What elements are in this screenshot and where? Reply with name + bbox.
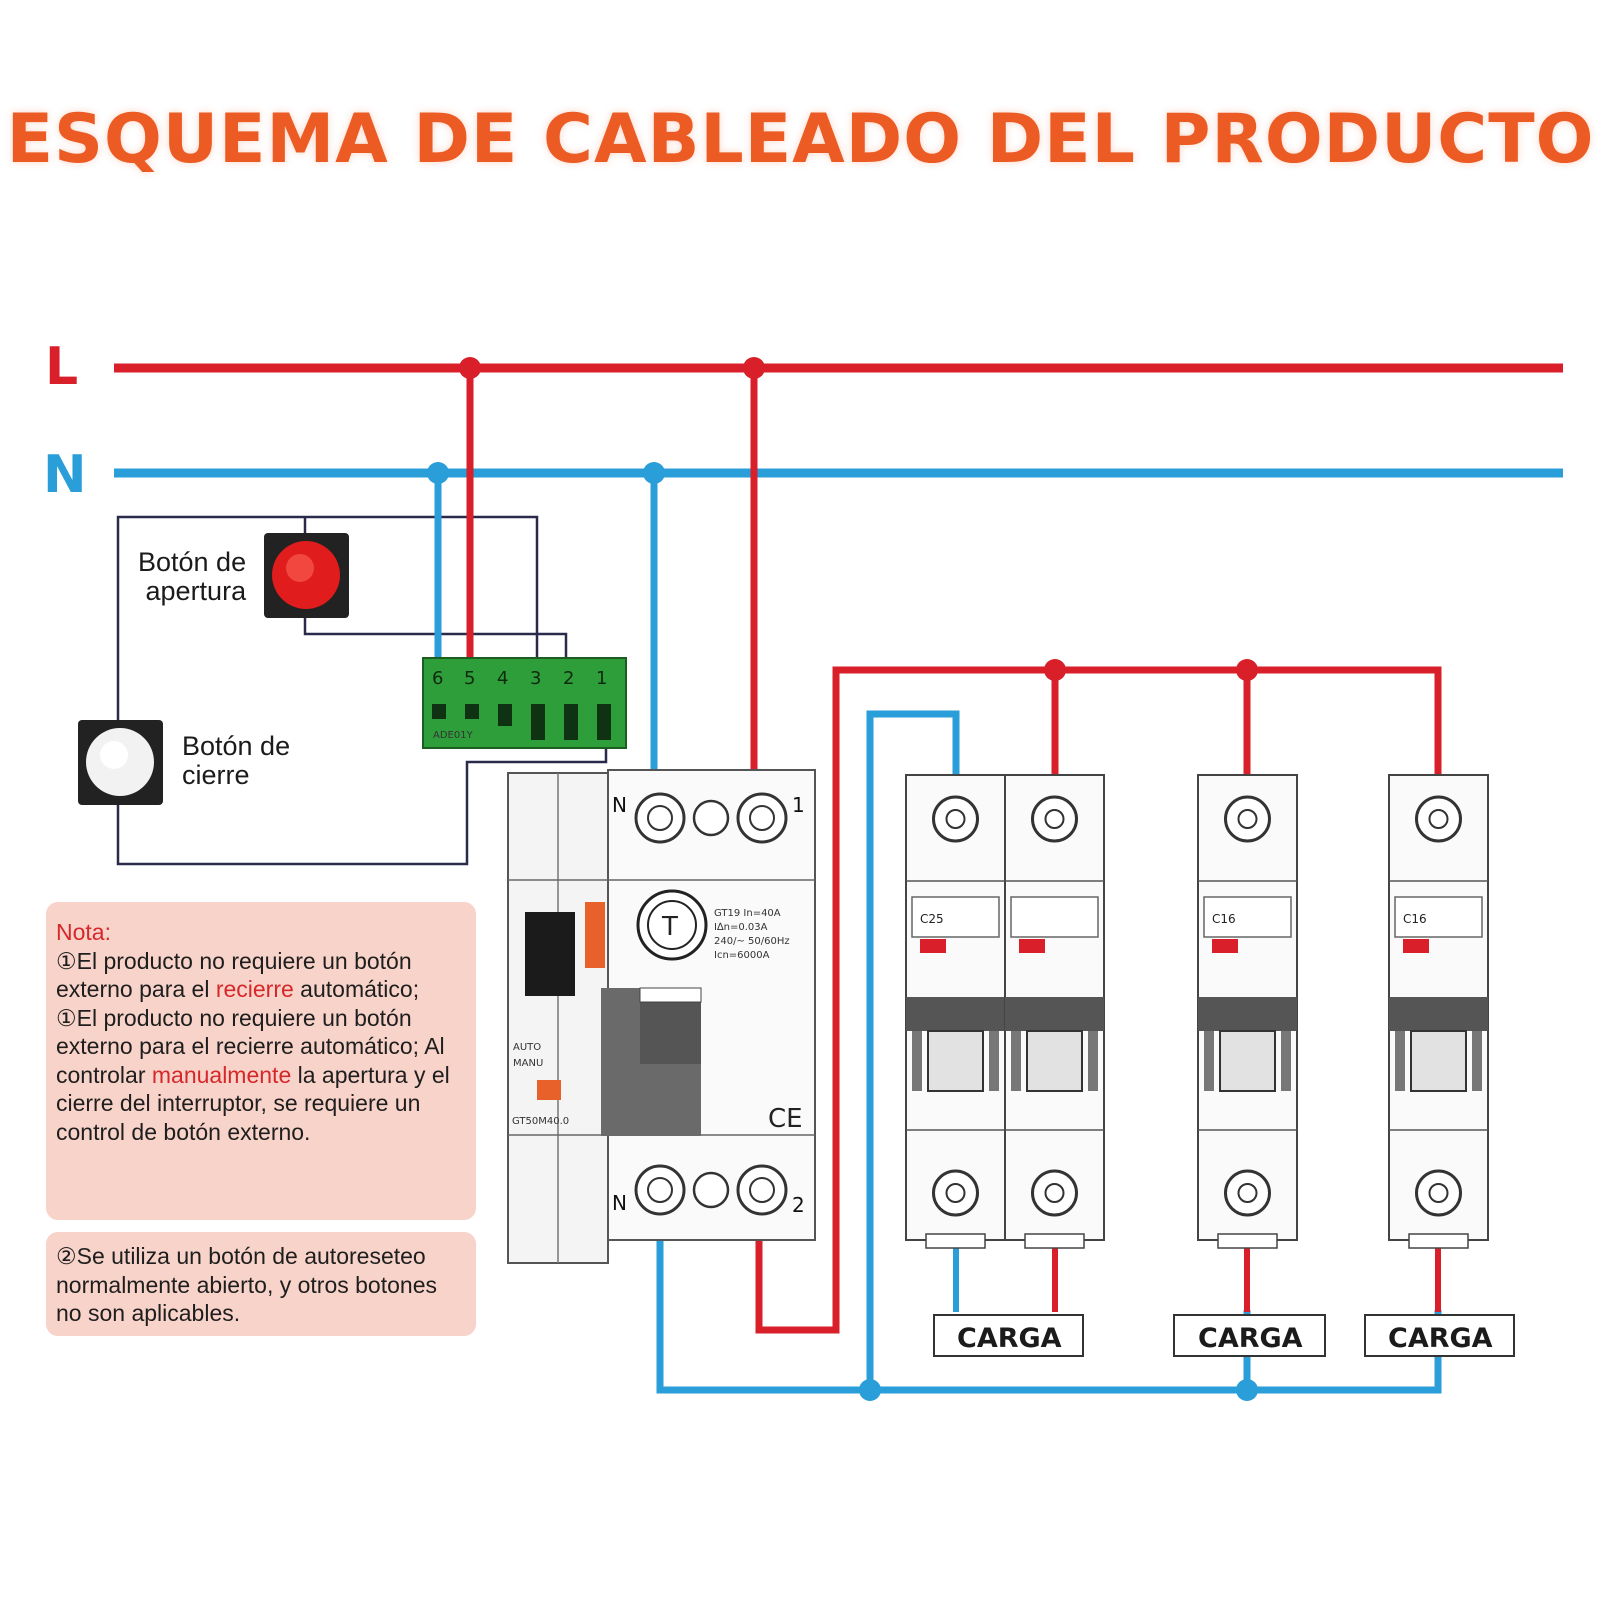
main-breaker: N 1 N 2 T GT19 In=40A I∆n=0.03A 240/~ 50… <box>507 769 816 1264</box>
open-button-label-line1: Botón de <box>138 547 247 577</box>
module-model: ADE01Y <box>433 730 474 741</box>
note-item-2-text: ①El producto no requiere un botón extern… <box>56 1004 445 1088</box>
mcb-1: C25 <box>905 774 1105 1249</box>
live-junctions <box>1044 659 1258 681</box>
control-module: 6 5 4 3 2 1 ADE01Y <box>422 657 627 749</box>
note-item-2-end: la apertura y el cierre del interruptor,… <box>56 1061 450 1145</box>
module-terminal-4: 4 <box>497 668 508 689</box>
close-button-label-line2: cierre <box>182 760 250 790</box>
mcb-rating-2: C16 <box>1212 912 1236 926</box>
load-label-2: CARGA <box>1198 1323 1303 1354</box>
breaker-test-button: T <box>661 912 678 942</box>
breaker-spec-4: Icn=6000A <box>714 950 770 961</box>
breaker-mode-auto: AUTO <box>513 1042 541 1053</box>
neutral-junctions <box>859 1379 1258 1401</box>
bus-junctions <box>427 357 765 484</box>
note-box-1: Nota: ①El producto no requiere un botón … <box>46 902 476 1220</box>
mcb-3: C16 <box>1388 774 1489 1249</box>
open-button-label: Botón de apertura <box>138 548 246 606</box>
module-terminal-1: 1 <box>596 668 607 689</box>
note-item-2: ①El producto no requiere un botón extern… <box>56 1004 468 1147</box>
breaker-spec-2: I∆n=0.03A <box>714 922 768 933</box>
open-button-label-line2: apertura <box>145 576 247 606</box>
module-terminal-2: 2 <box>563 668 574 689</box>
module-terminal-3: 3 <box>530 668 541 689</box>
close-button <box>78 720 163 805</box>
module-terminal-5: 5 <box>464 668 475 689</box>
note-item-1-text: ①El producto no requiere un botón extern… <box>56 947 412 1003</box>
breaker-top-1: 1 <box>792 793 805 817</box>
load-box-1: CARGA <box>933 1314 1084 1357</box>
breaker-bottom-2: 2 <box>792 1193 805 1217</box>
open-button <box>264 533 349 618</box>
output-live-wire <box>755 666 1442 1334</box>
live-line-label: L <box>45 337 78 397</box>
load-box-3: CARGA <box>1364 1314 1515 1357</box>
mcb-2: C16 <box>1197 774 1298 1249</box>
mcb-rating-3: C16 <box>1403 912 1427 926</box>
note-item-1: ①El producto no requiere un botón extern… <box>56 947 468 1004</box>
note-item-1-highlight: recierre <box>215 976 294 1002</box>
breaker-mode-manu: MANU <box>513 1058 543 1069</box>
load-box-2: CARGA <box>1173 1314 1326 1357</box>
note-item-2-highlight: manualmente <box>151 1061 292 1088</box>
mcb-rating-1: C25 <box>920 912 944 926</box>
load-label-1: CARGA <box>957 1323 1062 1354</box>
breaker-bottom-n: N <box>612 1191 627 1215</box>
note-item-1-end: automático; <box>293 976 420 1002</box>
diagram-title: ESQUEMA DE CABLEADO DEL PRODUCTO <box>6 100 1595 179</box>
breaker-spec-3: 240/~ 50/60Hz <box>714 936 790 947</box>
close-button-label-line1: Botón de <box>182 731 291 761</box>
module-terminal-6: 6 <box>432 668 443 689</box>
mcb-group: C25 C16 C16 <box>905 774 1489 1249</box>
breaker-spec-1: GT19 In=40A <box>714 908 781 919</box>
load-label-3: CARGA <box>1388 1323 1493 1354</box>
neutral-line-label: N <box>43 445 87 505</box>
close-button-label: Botón de cierre <box>182 732 290 790</box>
breaker-top-n: N <box>612 793 627 817</box>
note-heading: Nota: <box>56 919 111 945</box>
note-item-3: ②Se utiliza un botón de autoreseteo norm… <box>56 1243 437 1326</box>
note-box-2: ②Se utiliza un botón de autoreseteo norm… <box>46 1232 476 1336</box>
breaker-model-code: GT50M40.0 <box>512 1116 569 1127</box>
breaker-cert-mark: CE <box>768 1104 803 1134</box>
